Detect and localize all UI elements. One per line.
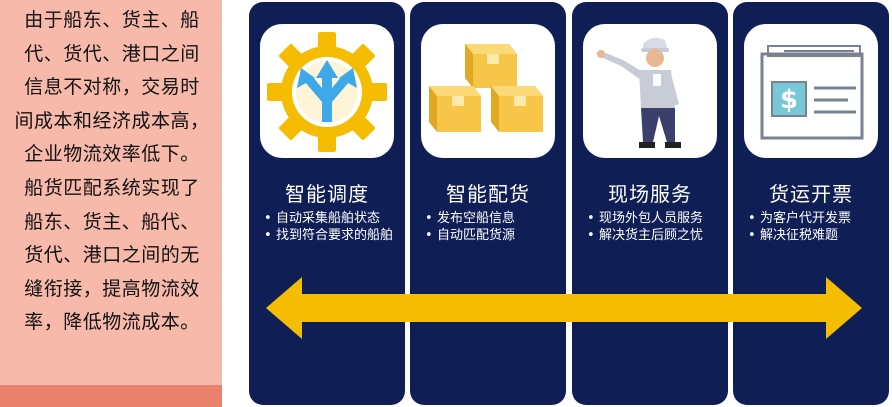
card-freight-invoice: $ 货运开票 为客户代开发票 解决征税难题 <box>733 2 889 405</box>
intro-line: 由于船东、货主、船 <box>24 9 200 31</box>
intro-line: 货代、港口之间的无 <box>24 244 200 267</box>
card-title: 智能调度 <box>285 182 369 206</box>
card-bullets: 现场外包人员服务 解决货主后顾之忧 <box>587 210 722 244</box>
gutter <box>222 0 244 407</box>
intro-line: 船东、货主、船代、 <box>24 210 200 233</box>
intro-line: 代、货代、港口之间 <box>24 42 200 65</box>
bullet-item: 自动匹配货源 <box>425 227 560 244</box>
double-arrow-icon <box>266 277 862 339</box>
invoice-icon: $ <box>744 24 878 158</box>
card-smart-cargo: 智能配货 发布空船信息 自动匹配货源 <box>410 2 566 405</box>
field-worker-icon <box>583 24 717 158</box>
intro-line: 信息不对称，交易时 <box>24 76 200 99</box>
svg-text:$: $ <box>780 85 798 115</box>
bullet-item: 发布空船信息 <box>425 210 560 227</box>
bullet-item: 解决货主后顾之忧 <box>587 227 722 244</box>
card-title: 货运开票 <box>769 182 853 206</box>
intro-line: 间成本和经济成本高， <box>14 109 210 132</box>
card-title: 现场服务 <box>608 182 692 206</box>
intro-line: 船货匹配系统实现了 <box>24 176 200 199</box>
intro-line: 企业物流效率低下。 <box>24 143 200 166</box>
bullet-item: 现场外包人员服务 <box>587 210 722 227</box>
bullet-item: 为客户代开发票 <box>748 210 883 227</box>
intro-line: 率，降低物流成本。 <box>24 311 200 334</box>
bullet-item: 自动采集船舶状态 <box>264 210 399 227</box>
intro-text: 由于船东、货主、船 代、货代、港口之间 信息不对称，交易时 间成本和经济成本高，… <box>6 4 218 340</box>
intro-bottom-bar <box>0 385 222 407</box>
bullet-item: 找到符合要求的船舶 <box>264 227 399 244</box>
card-smart-dispatch: 智能调度 自动采集船舶状态 找到符合要求的船舶 <box>249 2 405 405</box>
cargo-boxes-icon <box>421 24 555 158</box>
card-title: 智能配货 <box>446 182 530 206</box>
card-field-service: 现场服务 现场外包人员服务 解决货主后顾之忧 <box>572 2 728 405</box>
card-bullets: 自动采集船舶状态 找到符合要求的船舶 <box>264 210 399 244</box>
gear-arrows-icon <box>260 24 394 158</box>
card-bullets: 发布空船信息 自动匹配货源 <box>425 210 560 244</box>
bullet-item: 解决征税难题 <box>748 227 883 244</box>
card-bullets: 为客户代开发票 解决征税难题 <box>748 210 883 244</box>
intro-panel: 由于船东、货主、船 代、货代、港口之间 信息不对称，交易时 间成本和经济成本高，… <box>0 0 222 407</box>
intro-line: 缝衔接，提高物流效 <box>24 277 200 300</box>
